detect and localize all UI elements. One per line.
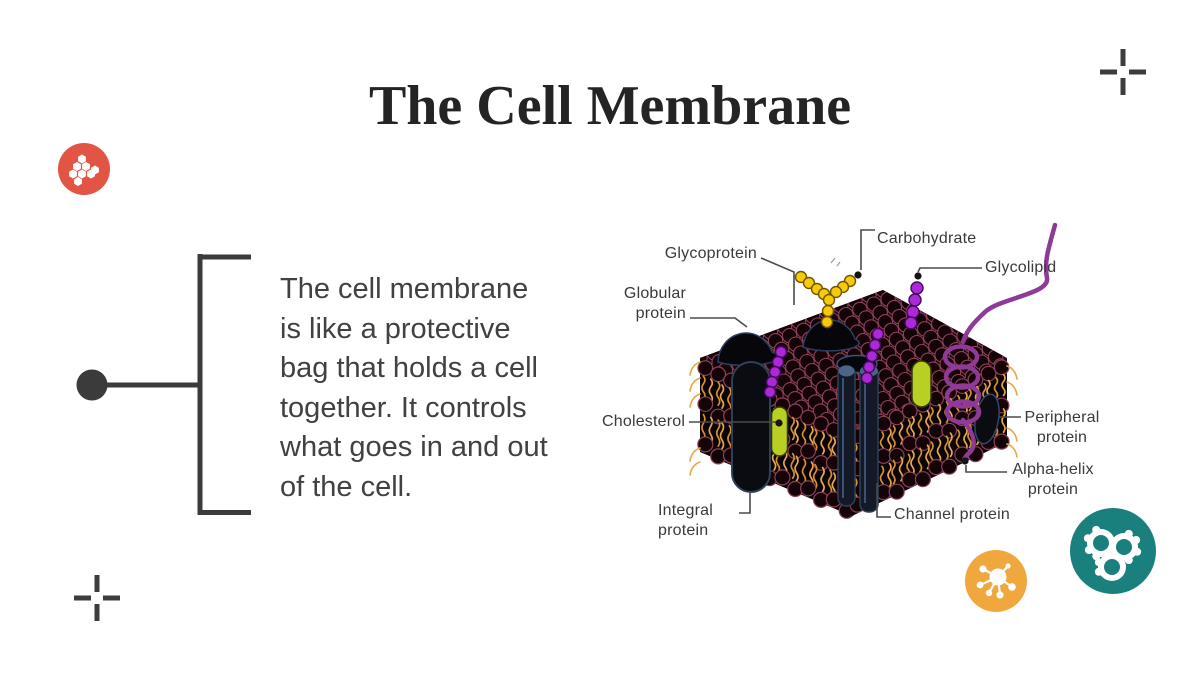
- label-line: Integral: [658, 502, 713, 519]
- molecule-rings-icon: [1070, 508, 1156, 594]
- diagram-leader-lines: [689, 229, 1021, 518]
- intro-line: is like a protective: [280, 312, 511, 345]
- crosshair-decoration-top-right: [1100, 49, 1146, 95]
- label-peripheral-protein: Peripheral protein: [1022, 408, 1102, 448]
- label-cholesterol: Cholesterol: [602, 413, 686, 430]
- label-line: Peripheral: [1024, 409, 1100, 426]
- label-line: protein: [1027, 481, 1079, 498]
- intro-line: of the cell.: [280, 470, 413, 503]
- intro-line: what goes in and out: [280, 431, 548, 463]
- crosshair-decoration-bottom-left: [74, 575, 120, 621]
- label-line: protein: [658, 522, 709, 539]
- label-glycoprotein: Glycoprotein: [664, 245, 757, 262]
- label-glycolipid: Glycolipid: [985, 259, 1057, 276]
- label-carbohydrate: Carbohydrate: [877, 230, 977, 247]
- slide-title: The Cell Membrane: [368, 75, 852, 137]
- molecule-hexagon-cluster-icon: [58, 143, 110, 195]
- molecule-nodes-icon: [965, 550, 1027, 612]
- label-line: protein: [1036, 429, 1088, 446]
- label-channel-protein: Channel protein: [894, 506, 1010, 523]
- label-alpha-helix-protein: Alpha-helix protein: [1006, 460, 1100, 500]
- intro-text-block: The cell membrane is like a protective b…: [280, 270, 548, 507]
- label-integral-protein: Integral protein: [658, 501, 713, 541]
- label-line: Alpha-helix: [1012, 461, 1094, 478]
- intro-bracket: [76, 254, 251, 515]
- label-line: protein: [635, 305, 686, 322]
- intro-line: together. It controls: [280, 391, 527, 424]
- label-line: Globular: [623, 285, 686, 302]
- label-globular-protein: Globular protein: [598, 284, 686, 324]
- intro-line: bag that holds a cell: [280, 352, 538, 384]
- intro-line: The cell membrane: [280, 273, 529, 305]
